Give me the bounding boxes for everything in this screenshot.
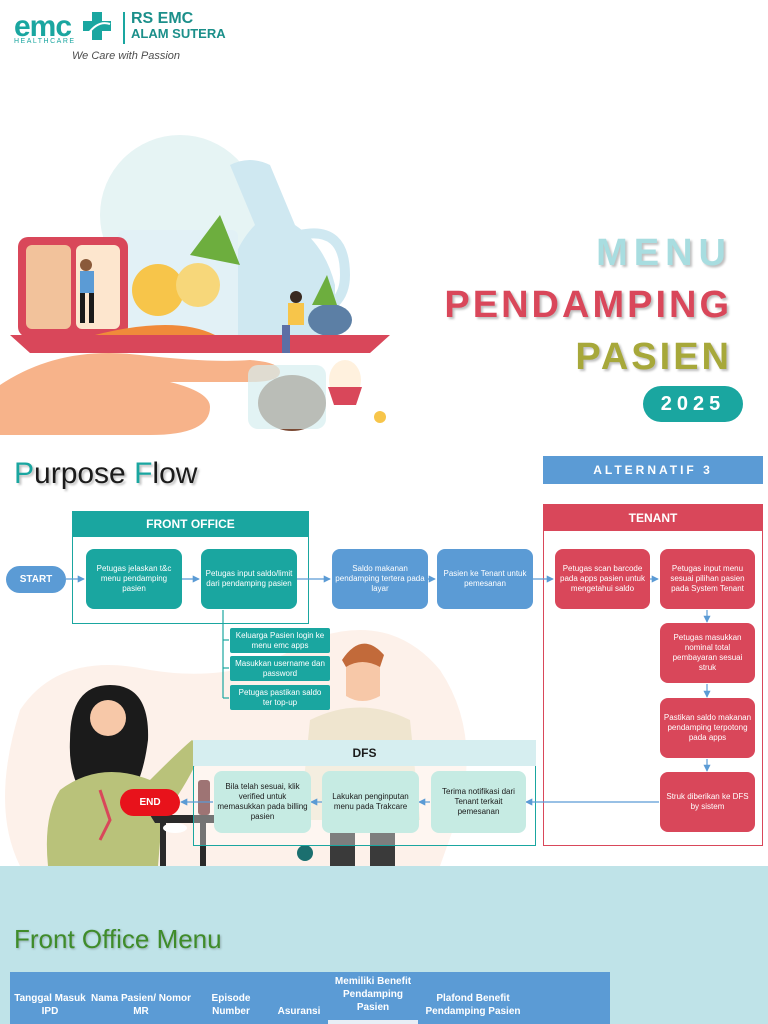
column-header: Asuransi: [270, 972, 328, 1024]
column-header: Memiliki Benefit Pendamping Pasien: [328, 972, 418, 1024]
dfs-step-input-trakcare: Lakukan penginputan menu pada Trakcare: [322, 771, 419, 833]
tenant-step-input-menu: Petugas input menu sesuai pilihan pasien…: [660, 549, 755, 609]
dfs-step-notification: Terima notifikasi dari Tenant terkait pe…: [431, 771, 526, 833]
tenant-step-scan-barcode: Petugas scan barcode pada apps pasien un…: [555, 549, 650, 609]
alternative-label: ALTERNATIF 3: [543, 456, 763, 484]
logo-healthcare: HEALTHCARE: [14, 38, 76, 45]
column-header: Tanggal Masuk IPD: [10, 972, 90, 1024]
year-badge: 2025: [643, 386, 743, 422]
front-office-menu-heading: Front Office Menu: [14, 924, 222, 955]
medical-cross-icon: [82, 10, 112, 42]
sub-step-credentials: Masukkan username dan password: [230, 656, 330, 681]
tenant-step-input-nominal: Petugas masukkan nominal total pembayara…: [660, 623, 755, 683]
logo-divider: [123, 12, 125, 44]
dfs-header: DFS: [193, 740, 536, 766]
front-office-header: FRONT OFFICE: [72, 511, 309, 537]
column-header: Nama Pasien/ Nomor MR: [90, 972, 192, 1024]
tagline: We Care with Passion: [72, 50, 180, 62]
dfs-step-verify-billing: Bila telah sesuai, klik verified untuk m…: [214, 771, 311, 833]
food-tray-illustration: [0, 125, 410, 435]
fo-step-input-saldo: Petugas input saldo/limit dari pendampin…: [201, 549, 297, 609]
column-header: Plafond Benefit Pendamping Pasien: [418, 972, 528, 1024]
end-node: END: [120, 789, 180, 816]
sub-step-topup: Petugas pastikan saldo ter top-up: [230, 685, 330, 710]
step-go-to-tenant: Pasien ke Tenant untuk pemesanan: [437, 549, 533, 609]
tenant-header: TENANT: [543, 504, 763, 531]
step-saldo-displayed: Saldo makanan pendamping tertera pada la…: [332, 549, 428, 609]
title-line-3: PASIEN: [575, 336, 732, 379]
purpose-flow-heading: Purpose Flow: [14, 457, 197, 491]
title-line-1: MENU: [596, 232, 732, 275]
hospital-location: ALAM SUTERA: [131, 27, 226, 41]
tenant-step-check-saldo: Pastikan saldo makanan pendamping terpot…: [660, 698, 755, 758]
start-node: START: [6, 566, 66, 593]
tenant-step-receipt: Struk diberikan ke DFS by sistem: [660, 772, 755, 832]
column-header: Episode Number: [192, 972, 270, 1024]
title-line-2: PENDAMPING: [444, 284, 732, 327]
hospital-name: RS EMC: [131, 11, 193, 27]
front-office-menu-table-header: Tanggal Masuk IPD Nama Pasien/ Nomor MR …: [10, 972, 610, 1024]
sub-step-login: Keluarga Pasien login ke menu emc apps: [230, 628, 330, 653]
fo-step-explain-tnc: Petugas jelaskan t&c menu pendamping pas…: [86, 549, 182, 609]
